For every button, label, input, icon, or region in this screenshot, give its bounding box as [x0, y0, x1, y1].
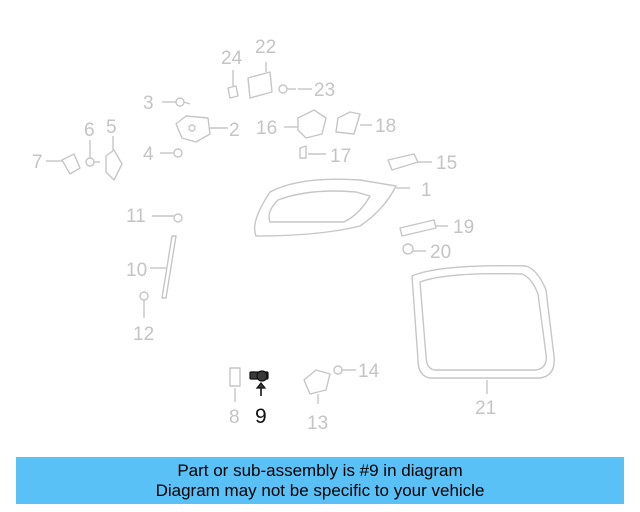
callout-5: 5 — [106, 117, 117, 138]
part-4-clip — [160, 148, 183, 158]
callout-6: 6 — [84, 120, 95, 141]
banner-part-text: Part or sub-assembly is #9 in diagram — [177, 460, 463, 480]
part-9-highlighted-bolt — [249, 370, 269, 396]
callout-12: 12 — [133, 324, 154, 345]
callout-4: 4 — [143, 144, 154, 165]
callout-16: 16 — [256, 118, 277, 139]
part-5-bracket — [105, 136, 123, 181]
parts-diagram: 1 2 3 4 5 6 7 8 9 10 11 12 13 14 15 16 1… — [32, 37, 555, 434]
callout-10: 10 — [126, 260, 147, 281]
callout-9-highlighted: 9 — [255, 405, 267, 428]
part-8-bumper — [229, 367, 241, 402]
part-6-screw — [85, 140, 100, 167]
part-1-liftgate — [253, 178, 410, 237]
callout-21: 21 — [475, 398, 496, 419]
callout-8: 8 — [229, 407, 240, 428]
part-10-strut — [150, 235, 177, 299]
part-2-latch — [175, 115, 228, 143]
part-13-latch — [303, 369, 331, 404]
part-24-bolt — [227, 70, 239, 99]
part-17-bumper — [299, 145, 326, 159]
part-21-weatherstrip — [411, 265, 555, 394]
callout-18: 18 — [375, 116, 396, 137]
part-14-screw — [333, 365, 356, 375]
part-12-ball-stud — [139, 291, 149, 318]
part-19-trim — [399, 219, 448, 237]
callout-23: 23 — [314, 80, 335, 101]
callout-17: 17 — [330, 146, 351, 167]
banner-disclaimer-text: Diagram may not be specific to your vehi… — [155, 480, 485, 500]
part-23-screw — [278, 84, 312, 94]
info-banner: Part or sub-assembly is #9 in diagram Di… — [16, 457, 624, 504]
callout-20: 20 — [430, 242, 451, 263]
part-16-actuator — [284, 109, 327, 139]
part-20-clip — [402, 243, 426, 255]
callout-14: 14 — [358, 361, 380, 382]
callout-22: 22 — [255, 37, 276, 58]
part-11-ball-stud — [152, 213, 183, 223]
callout-11: 11 — [126, 206, 146, 227]
callout-1: 1 — [421, 180, 432, 201]
part-3-bolt — [162, 97, 191, 107]
callout-13: 13 — [307, 413, 328, 434]
part-15-handle — [387, 153, 432, 171]
part-7-bracket — [46, 153, 81, 175]
part-22-hinge — [247, 62, 273, 99]
callout-19: 19 — [453, 217, 474, 238]
callout-7: 7 — [32, 152, 43, 173]
callout-3: 3 — [143, 93, 154, 114]
callout-15: 15 — [436, 153, 457, 174]
callout-24: 24 — [221, 48, 243, 69]
part-18-bracket — [335, 111, 372, 135]
callout-2: 2 — [229, 120, 240, 141]
